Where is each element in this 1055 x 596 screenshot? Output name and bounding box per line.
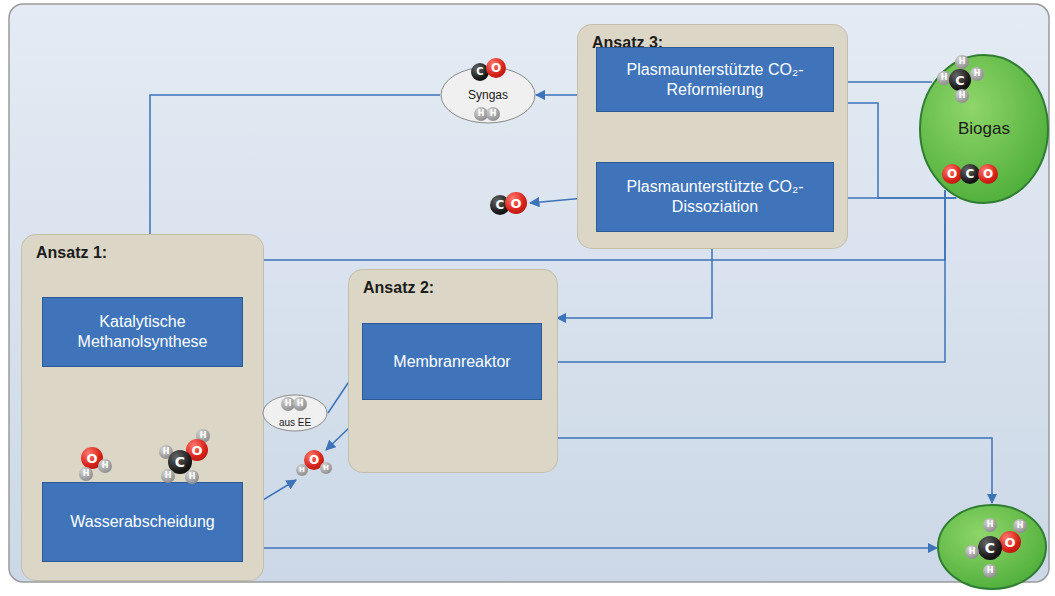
atom-symbol: C xyxy=(985,541,995,555)
hydrogen-atom: H xyxy=(79,467,93,481)
oxygen-atom: O xyxy=(486,58,506,78)
flow-arrow xyxy=(557,248,712,318)
oxygen-atom: O xyxy=(942,164,962,184)
node-label: Katalytische Methanolsynthese xyxy=(51,312,234,352)
hydrogen-atom: H xyxy=(320,462,332,474)
hydrogen-atom: H xyxy=(486,107,500,121)
atom-symbol: H xyxy=(83,470,90,478)
oxygen-atom: O xyxy=(978,164,998,184)
node-label: aus EE xyxy=(279,417,311,429)
atom-symbol: C xyxy=(496,199,505,211)
atom-symbol: O xyxy=(491,62,501,74)
node-label: Syngas xyxy=(468,88,508,102)
oxygen-atom: O xyxy=(505,192,527,214)
atom-symbol: H xyxy=(323,465,329,472)
atom-symbol: H xyxy=(102,462,109,470)
atom-symbol: H xyxy=(163,448,170,456)
hydrogen-atom: H xyxy=(161,469,175,483)
node-label: Wasserabscheidung xyxy=(70,512,214,532)
flow-arrow xyxy=(834,197,956,199)
atom-symbol: H xyxy=(478,110,485,118)
node-label: Plasmaunterstützte CO₂-Dissoziation xyxy=(605,177,825,217)
atom-symbol: H xyxy=(987,521,994,529)
hydrogen-atom: H xyxy=(965,545,979,559)
atom-symbol: C xyxy=(175,455,185,469)
atom-symbol: O xyxy=(86,452,97,465)
group-title: Ansatz 1: xyxy=(36,243,107,262)
methanol-output-arrow xyxy=(243,547,937,549)
process-box: Katalytische Methanolsynthese xyxy=(42,297,243,367)
ellipse-shape xyxy=(263,395,327,431)
hydrogen-atom: H xyxy=(970,67,984,81)
approach-group: Ansatz 3:Plasmaunterstützte CO₂-Reformie… xyxy=(578,25,847,248)
flow-arrow xyxy=(834,81,932,83)
node-label: Plasmaunterstützte CO₂-Reformierung xyxy=(605,60,825,100)
process-box: Wasserabscheidung xyxy=(42,482,243,562)
carbon-atom: C xyxy=(978,536,1002,560)
atom-symbol: O xyxy=(309,454,319,466)
hydrogen-atom: H xyxy=(955,89,969,103)
atom-symbol: H xyxy=(987,567,994,575)
group-title: Ansatz 2: xyxy=(363,278,434,297)
atom-symbol: O xyxy=(1004,536,1015,549)
hydrogen-atom: H xyxy=(983,518,997,532)
atom-symbol: H xyxy=(285,400,292,408)
hydrogen-atom: H xyxy=(955,55,969,69)
atom-symbol: H xyxy=(490,110,497,118)
atom-symbol: H xyxy=(969,548,976,556)
hydrogen-atom: H xyxy=(293,397,307,411)
hydrogen-atom: H xyxy=(1013,519,1027,533)
oxygen-atom: O xyxy=(999,531,1021,553)
atom-symbol: O xyxy=(510,197,521,210)
process-box: Plasmaunterstützte CO₂-Reformierung xyxy=(596,47,834,112)
approach-group: Ansatz 1: Katalytische MethanolsyntheseWa… xyxy=(22,235,263,580)
hydrogen-atom: H xyxy=(98,459,112,473)
atom-symbol: H xyxy=(941,74,948,82)
atom-symbol: H xyxy=(959,58,966,66)
atom-symbol: O xyxy=(191,444,202,457)
atom-symbol: H xyxy=(189,473,196,481)
node-label: Biogas xyxy=(958,119,1010,139)
atom-symbol: C xyxy=(966,168,975,180)
atom-symbol: H xyxy=(1017,522,1024,530)
background-panel xyxy=(9,4,1049,582)
approach-group: Ansatz 2: Membranreaktor xyxy=(349,270,557,472)
process-box: Membranreaktor xyxy=(362,323,542,400)
hydrogen-atom: H xyxy=(983,564,997,578)
atom-symbol: H xyxy=(299,467,305,474)
carbon-atom: C xyxy=(960,164,980,184)
atom-symbol: H xyxy=(974,70,981,78)
node-label: Membranreaktor xyxy=(393,352,510,372)
atom-symbol: H xyxy=(297,400,304,408)
atom-symbol: O xyxy=(947,168,957,180)
atom-symbol: H xyxy=(165,472,172,480)
atom-symbol: C xyxy=(955,74,965,87)
hydrogen-atom: H xyxy=(296,464,308,476)
atom-symbol: H xyxy=(959,92,966,100)
atom-symbol: C xyxy=(476,67,483,77)
carbon-atom: C xyxy=(949,69,971,91)
hydrogen-atom: H xyxy=(185,470,199,484)
ellipse-shape xyxy=(920,55,1048,203)
atom-symbol: O xyxy=(983,168,993,180)
process-box: Plasmaunterstützte CO₂-Dissoziation xyxy=(596,162,834,232)
methanol-circle xyxy=(938,505,1046,589)
